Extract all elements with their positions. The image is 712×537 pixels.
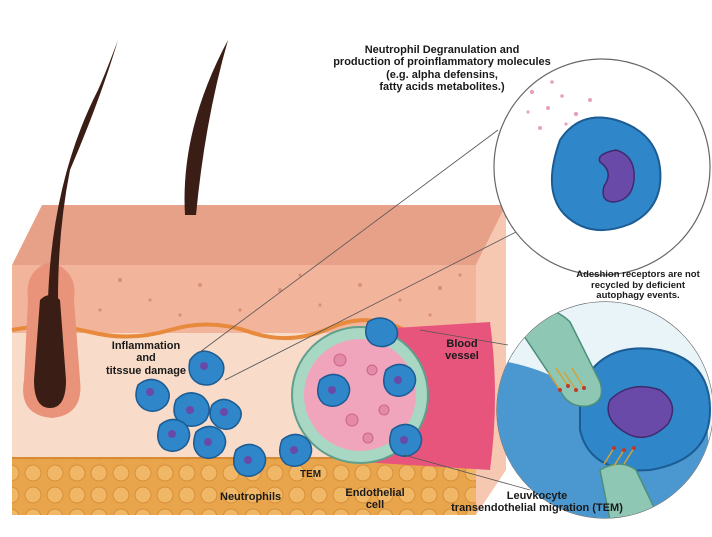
blood-vessel-label: Blood vessel: [432, 338, 492, 363]
adhesion-line-2: recycled by deficient: [591, 279, 685, 291]
inflammation-label: Inflammation and titssue damage: [96, 340, 196, 377]
secreted-granules: [526, 80, 592, 130]
degranulating-neutrophil: [551, 116, 662, 231]
leukocyte-line-1: Leuvkocyte: [506, 490, 568, 502]
endothelial-cell-label: Endothelial cell: [330, 487, 420, 512]
adhesion-receptors: [547, 367, 635, 467]
epidermis-top-face: [12, 205, 506, 265]
leukocyte-tem-label: Leuvkocyte transendothelial migration (T…: [442, 490, 632, 515]
degranulation-label: Neutrophil Degranulation and production …: [292, 44, 592, 93]
epidermis-layer: [12, 265, 476, 333]
degranulation-line-3: (e.g. alpha defensins,: [386, 68, 498, 81]
leukocyte-line-2: transendothelial migration (TEM): [451, 502, 623, 515]
degranulating-nucleus: [598, 149, 635, 203]
endothelial-line-1: Endothelial: [345, 487, 405, 499]
receptor-tips: [558, 384, 636, 452]
degranulation-line-1: Neutrophil Degranulation and: [364, 44, 520, 56]
blood-vessel-line-1: Blood: [446, 338, 478, 350]
migrating-nucleus-zoom: [607, 385, 674, 439]
degranulation-line-4: fatty acids metabolites.): [379, 80, 505, 93]
inflammation-line-2: and: [136, 352, 156, 365]
inflammation-line-3: titssue damage: [105, 364, 187, 377]
hair-shaft-left: [48, 40, 118, 300]
neutrophil-nuclei: [146, 362, 408, 464]
blood-vessel-line-2: vessel: [445, 350, 479, 363]
degranulation-line-2: production of proinflammatory molecules: [333, 56, 551, 69]
tem-label: TEM: [300, 469, 322, 480]
blood-vessel-lumen: [304, 339, 416, 451]
neutrophils-label: Neutrophils: [220, 491, 282, 503]
callout-lines: [199, 129, 531, 491]
inflammation-line-1: Inflammation: [111, 340, 181, 352]
epidermis-texture: [28, 273, 462, 317]
endothelial-line-2: cell: [365, 499, 385, 512]
adhesion-label: Adeshion receptors are not recycled by d…: [548, 269, 712, 302]
hair-shaft-right: [184, 40, 228, 215]
adhesion-line-3: autophagy events.: [596, 290, 680, 302]
hair-bulb: [34, 295, 66, 408]
adhesion-line-1: Adeshion receptors are not: [576, 269, 700, 280]
